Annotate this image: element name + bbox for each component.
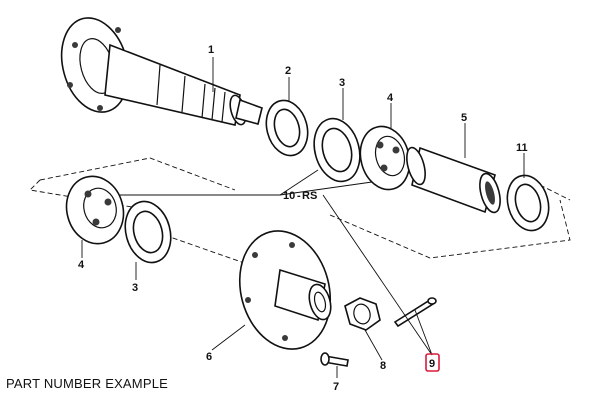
part-wheel-hub[interactable] bbox=[227, 221, 343, 360]
callout-4: 4 bbox=[387, 92, 394, 104]
svg-text:-: - bbox=[297, 190, 301, 202]
callout-6: 6 bbox=[206, 351, 212, 363]
part-sleeve-tube[interactable] bbox=[403, 146, 504, 215]
callout-1: 1 bbox=[208, 44, 214, 56]
callout-11: 11 bbox=[516, 142, 528, 154]
callout-5: 5 bbox=[461, 112, 467, 124]
callout-8: 8 bbox=[380, 360, 386, 372]
part-bolt[interactable] bbox=[320, 352, 349, 367]
callout-10: 10 bbox=[283, 190, 295, 202]
callout-9-highlight[interactable]: 9 bbox=[425, 353, 440, 372]
part-bearing-lower[interactable] bbox=[59, 170, 131, 250]
part-axle-shaft[interactable] bbox=[52, 10, 263, 126]
callout-3: 3 bbox=[339, 77, 345, 89]
part-ring-lower[interactable] bbox=[119, 196, 178, 267]
callout-2: 2 bbox=[285, 65, 291, 77]
caption-part-number-example: PART NUMBER EXAMPLE bbox=[6, 376, 169, 391]
callout-9: 9 bbox=[429, 358, 435, 370]
part-seal-ring-upper[interactable] bbox=[260, 96, 313, 160]
callout-7: 7 bbox=[333, 381, 339, 393]
callout-4-lower: 4 bbox=[78, 259, 85, 271]
part-castle-nut[interactable] bbox=[344, 297, 381, 331]
part-cotter-pin[interactable] bbox=[393, 297, 437, 328]
callout-labels: 1 2 3 4 5 11 10 - RS 4 3 6 7 8 bbox=[78, 44, 528, 393]
part-ring-upper[interactable] bbox=[307, 113, 366, 186]
callout-10-suffix: RS bbox=[302, 190, 317, 202]
callout-3-lower: 3 bbox=[132, 282, 138, 294]
part-ring-11[interactable] bbox=[501, 171, 554, 235]
leader-lines bbox=[81, 57, 525, 378]
